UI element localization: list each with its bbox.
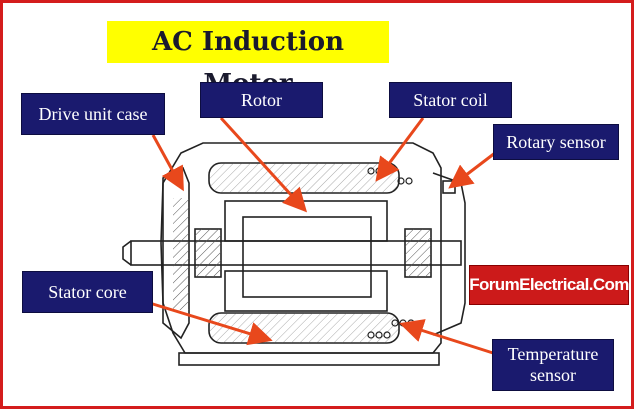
label-rotor: Rotor [200, 82, 323, 118]
label-temperature-sensor-line1: Temperature [507, 344, 599, 364]
leader-arrows [142, 116, 496, 355]
diagram-title: AC Induction Motor [107, 21, 389, 99]
hatching [173, 163, 431, 343]
label-stator-core: Stator core [22, 271, 153, 313]
motor-cross-section [122, 116, 496, 366]
label-stator-coil: Stator coil [389, 82, 512, 118]
label-temperature-sensor: Temperature sensor [492, 339, 614, 391]
label-temperature-sensor-line2: sensor [530, 365, 576, 385]
watermark-badge: ForumElectrical.Com [469, 265, 629, 305]
label-rotary-sensor: Rotary sensor [493, 124, 619, 160]
label-drive-unit-case: Drive unit case [21, 93, 165, 135]
